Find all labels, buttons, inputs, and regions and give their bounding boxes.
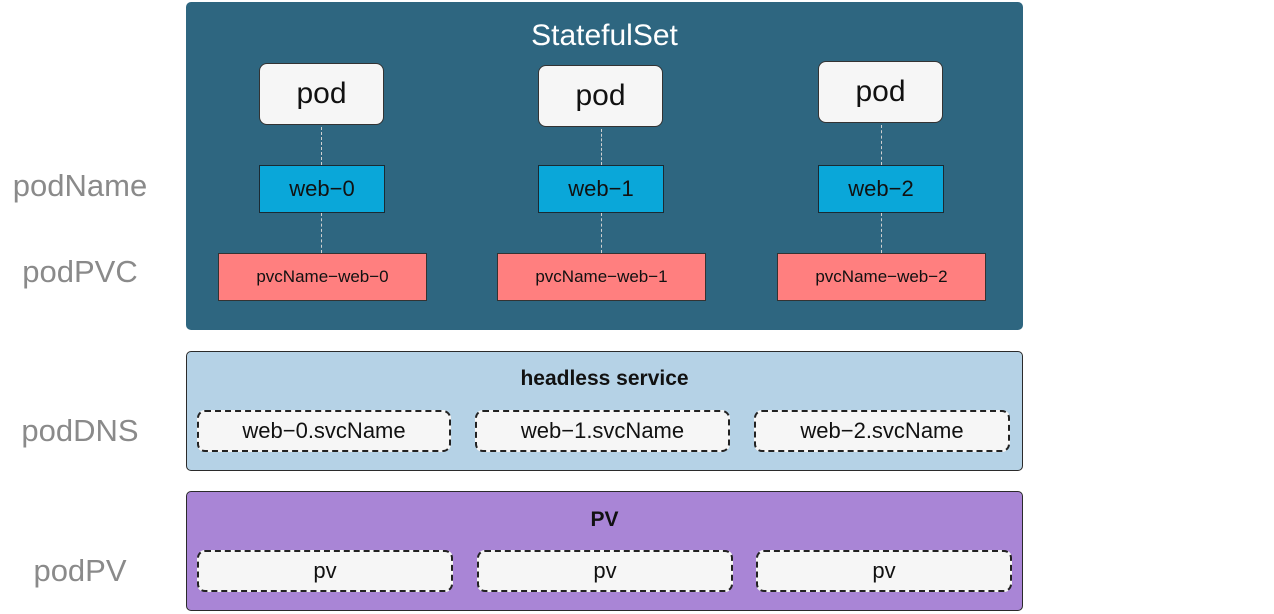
connector-line [601, 213, 602, 253]
dns-entry-1: web−1.svcName [475, 410, 730, 452]
pod-name-2: web−2 [818, 165, 944, 213]
pod-box-0: pod [259, 63, 384, 125]
pv-entry-2: pv [756, 550, 1012, 592]
label-podname: podName [12, 168, 148, 203]
pv-entry-0: pv [197, 550, 453, 592]
label-podpv: podPV [33, 553, 127, 588]
headless-service-title: headless service [520, 367, 689, 390]
pod-name-0: web−0 [259, 165, 385, 213]
pod-box-1: pod [538, 65, 663, 127]
pv-panel: PV pv pv pv [186, 491, 1023, 611]
dns-entry-2: web−2.svcName [754, 410, 1010, 452]
label-podpvc: podPVC [22, 254, 138, 289]
connector-line [321, 127, 322, 165]
label-poddns: podDNS [21, 413, 139, 448]
pv-title: PV [590, 508, 619, 531]
headless-service-panel: headless service web−0.svcName web−1.svc… [186, 351, 1023, 471]
connector-line [881, 213, 882, 253]
connector-line [601, 129, 602, 165]
pod-box-2: pod [818, 61, 943, 123]
dns-entry-0: web−0.svcName [197, 410, 451, 452]
statefulset-title: StatefulSet [531, 19, 678, 52]
pod-pvc-0: pvcName−web−0 [218, 253, 427, 301]
statefulset-panel: StatefulSet pod web−0 pvcName−web−0 pod … [186, 2, 1023, 330]
connector-line [881, 125, 882, 165]
connector-line [321, 213, 322, 253]
pod-pvc-1: pvcName−web−1 [497, 253, 706, 301]
pod-pvc-2: pvcName−web−2 [777, 253, 986, 301]
pv-entry-1: pv [477, 550, 733, 592]
pod-name-1: web−1 [538, 165, 664, 213]
